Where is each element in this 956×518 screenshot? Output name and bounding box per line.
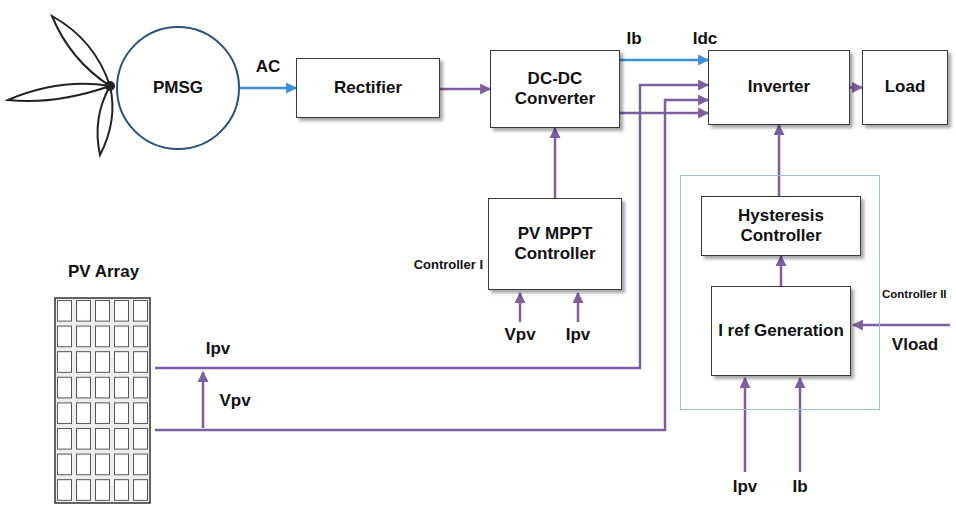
box-label: Rectifier: [330, 78, 406, 98]
connector-arrow: [440, 88, 490, 91]
edge-label: AC: [254, 58, 283, 77]
signal-label: Vpv: [219, 392, 250, 411]
connector-arrow: [155, 85, 708, 368]
signal-label: Vpv: [504, 326, 535, 345]
signal-label: Ib: [792, 478, 807, 497]
process-box: Inverter: [708, 50, 850, 125]
controller-label: Controller II: [882, 288, 947, 300]
process-box: I ref Generation: [711, 286, 851, 376]
connector-arrow: [155, 100, 708, 430]
connector-arrow: [240, 87, 296, 90]
pv-panel: [55, 298, 150, 503]
controller-label: Controller I: [414, 257, 483, 272]
signal-label: Vload: [892, 336, 938, 355]
signal-label: Ipv: [733, 478, 758, 497]
box-label: PV MPPT Controller: [489, 224, 621, 265]
generator-circle: PMSG: [116, 26, 240, 150]
box-label: PV Array: [64, 262, 143, 282]
process-box: Rectifier: [296, 58, 440, 118]
process-box: Load: [862, 50, 948, 125]
wind-turbine: [8, 16, 114, 155]
connector-arrow: [554, 128, 557, 198]
connector-arrow: [778, 125, 781, 196]
process-box: DC-DC Converter: [490, 50, 620, 128]
controller-box: Controller IPV MPPT Controller: [488, 198, 622, 290]
box-label: DC-DC Converter: [491, 69, 619, 110]
controller-group: Controller IIHysteresis ControllerI ref …: [680, 175, 880, 410]
connector-arrow: [850, 86, 862, 89]
box-label: PMSG: [149, 78, 207, 98]
signal-label: Ipv: [206, 340, 231, 359]
connector-arrow: [780, 256, 783, 286]
edge-label: Ib: [624, 30, 643, 49]
box-label: Hysteresis Controller: [702, 206, 860, 247]
signal-label: Idc: [693, 30, 718, 49]
pv-array: PV Array: [52, 262, 155, 505]
box-label: Inverter: [744, 77, 814, 97]
box-label: Load: [881, 77, 930, 97]
signal-label: Ipv: [566, 326, 591, 345]
connector-arrow: [620, 59, 708, 62]
controller-box: Hysteresis Controller: [701, 196, 861, 256]
box-label: I ref Generation: [714, 321, 848, 341]
